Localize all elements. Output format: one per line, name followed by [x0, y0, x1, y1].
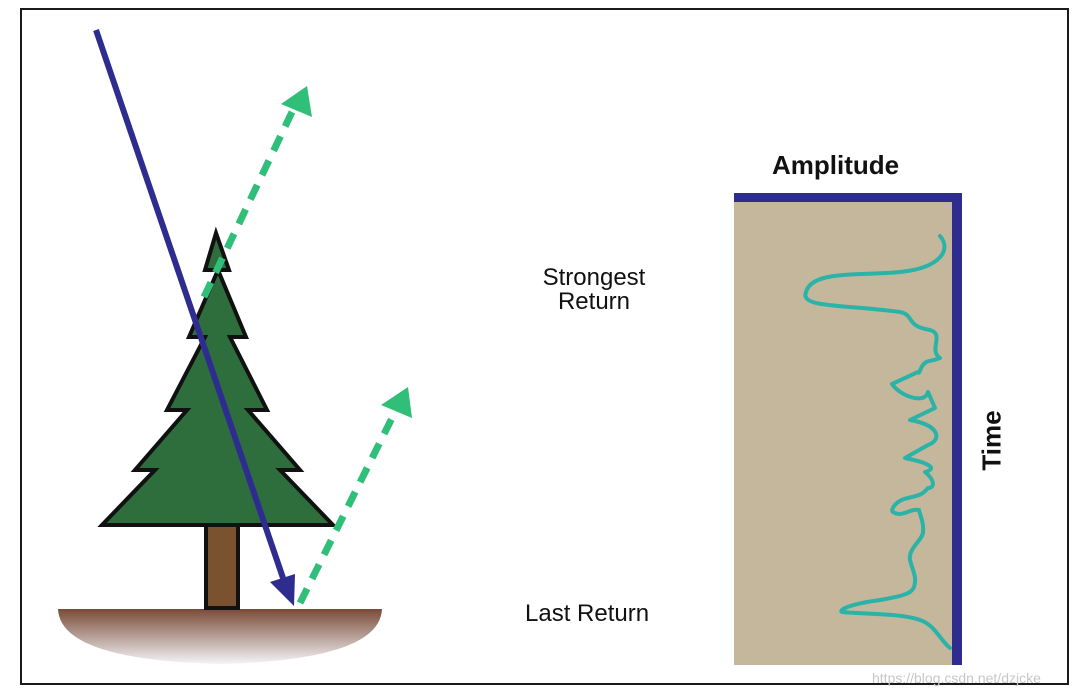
incident-beam-arrowhead — [270, 574, 295, 606]
amplitude-axis — [734, 193, 962, 202]
strongest-return-label: Strongest Return — [522, 266, 666, 314]
watermark: https://blog.csdn.net/dzjcke — [872, 670, 1041, 686]
incident-beam — [93, 29, 295, 606]
ground-return-arrowhead — [381, 387, 412, 418]
ground-return-beam — [296, 387, 412, 605]
last-return-label: Last Return — [525, 600, 650, 627]
amplitude-label: Amplitude — [772, 150, 900, 180]
strongest-return-line2: Return — [557, 288, 631, 315]
time-axis — [952, 193, 962, 665]
tree-trunk — [204, 520, 240, 610]
time-label: Time — [976, 410, 1007, 471]
canopy-return-beam — [200, 86, 312, 299]
strongest-return-line1: Strongest — [542, 264, 646, 291]
canopy-return-arrowhead — [281, 86, 312, 117]
ground — [58, 609, 382, 664]
return-waveform — [803, 234, 952, 650]
